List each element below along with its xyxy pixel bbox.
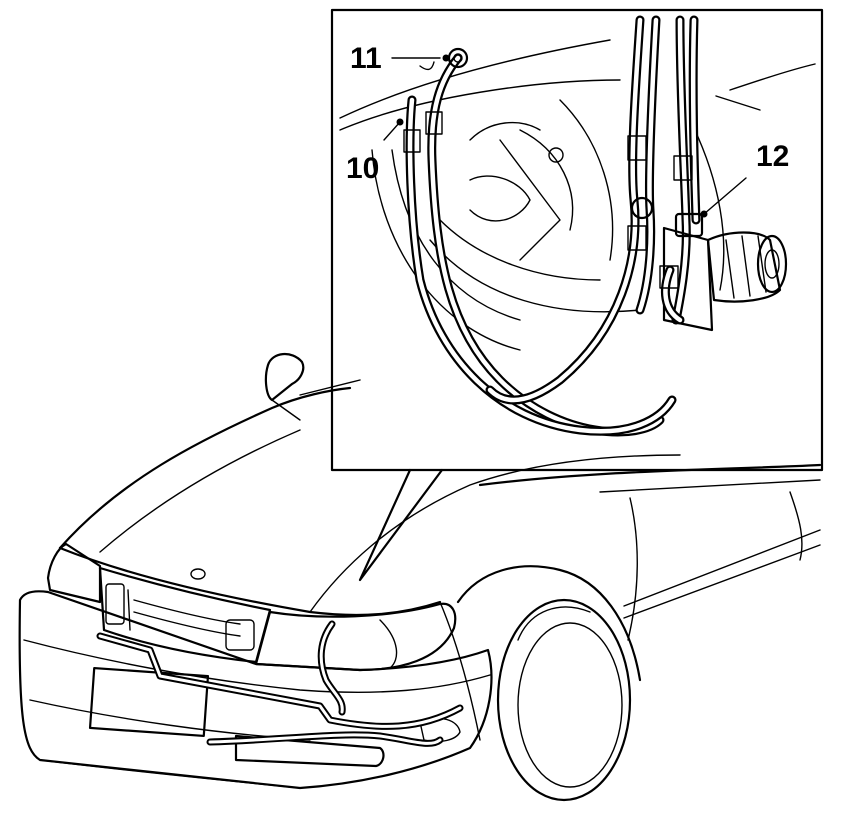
fog-light (234, 734, 385, 768)
pipe-10-and-11 (403, 47, 677, 437)
car-oil-cooler-lines (96, 620, 464, 747)
detail-pointer (358, 468, 444, 582)
hood (58, 386, 352, 550)
headlight-right (254, 602, 457, 672)
hood-emblem (190, 568, 206, 580)
callout-10: 10 (346, 152, 379, 185)
grille (98, 566, 272, 664)
license-plate (88, 666, 210, 738)
car-front-three-quarter-icon (18, 353, 822, 802)
oil-filter-icon (659, 212, 788, 332)
inset-frame (330, 8, 824, 472)
leader-12 (703, 177, 747, 215)
detail-inset: 11 10 12 (330, 8, 824, 472)
callout-11: 11 (350, 42, 382, 75)
leader-10 (383, 121, 401, 141)
callout-12: 12 (756, 140, 789, 173)
pipe-to-cooler (485, 15, 701, 405)
side-mirror (264, 353, 305, 402)
front-wheel (496, 598, 632, 802)
headlight-left (46, 542, 102, 604)
front-bumper (18, 590, 493, 790)
